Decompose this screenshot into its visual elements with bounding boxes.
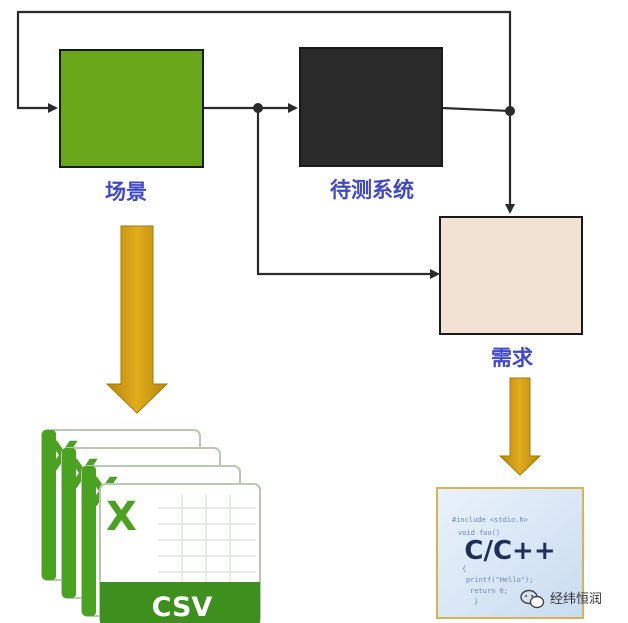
svg-text:X: X: [106, 494, 137, 540]
code-language-label: C/C++: [464, 536, 555, 566]
excel-spreadsheet-stack-icon: X X X X CSV: [41, 429, 261, 623]
system-under-test-block[interactable]: [299, 47, 443, 167]
wechat-icon: [520, 589, 545, 609]
spreadsheet-sheet-front: X: [99, 483, 261, 623]
code-line: #include <stdio.h>: [452, 516, 528, 524]
requirement-label: 需求: [491, 346, 533, 370]
requirement-block[interactable]: [439, 216, 583, 335]
scene-label: 场景: [105, 180, 147, 204]
scene-to-csv-arrow: [105, 225, 169, 414]
csv-band: [100, 582, 260, 623]
sut-output-wire: [441, 106, 515, 214]
csv-label: CSV: [152, 592, 213, 623]
code-document: #include <stdio.h> void foo() { printf("…: [436, 487, 584, 619]
watermark: 经纬恒润: [520, 589, 602, 609]
watermark-label: 经纬恒润: [550, 592, 602, 607]
scene-block[interactable]: [59, 49, 204, 168]
feedback-wire: [16, 10, 512, 113]
code-line: }: [474, 598, 478, 606]
requirement-to-code-arrow: [498, 377, 542, 476]
code-line: printf("Hello");: [466, 576, 533, 584]
code-lines: #include <stdio.h> void foo() { printf("…: [452, 516, 533, 606]
scene-to-requirement-wire: [256, 108, 440, 279]
branch-point-scene: [253, 103, 263, 113]
code-line: return 0;: [470, 587, 508, 595]
code-line: {: [462, 565, 466, 573]
sut-label: 待测系统: [330, 178, 414, 202]
code-line: void foo(): [458, 529, 500, 537]
branch-point-sut: [505, 106, 515, 116]
